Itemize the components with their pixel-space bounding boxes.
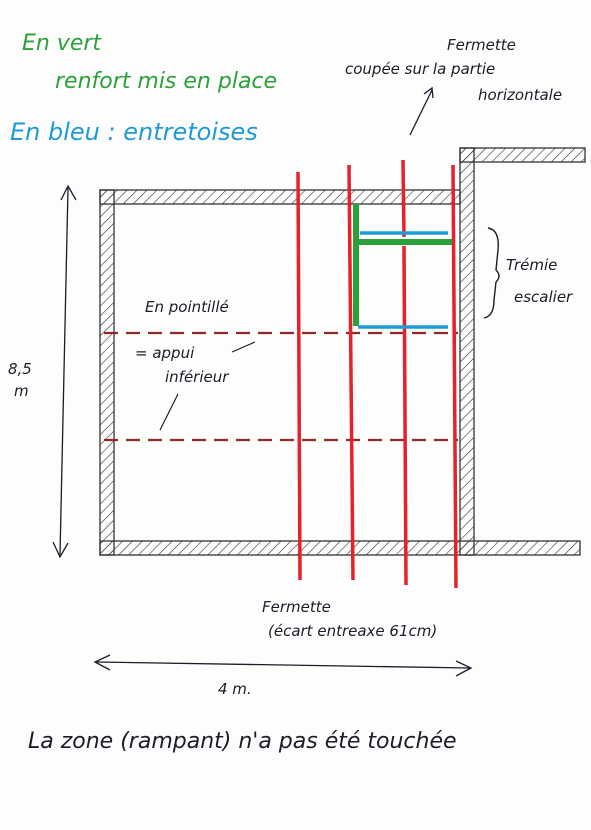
wall-right-top [459,147,586,163]
label-dashed-2: = appui [135,344,195,362]
label-dashed-3: inférieur [165,368,229,386]
width-value: 4 m. [218,680,252,698]
label-dashed-1: En pointillé [145,298,229,316]
legend-green-title: En vert [22,31,102,56]
wall-top [99,189,461,205]
label-fermette-cut-3: horizontale [478,86,562,104]
height-arrow-top [60,184,77,201]
label-fermette-cut-2: coupée sur la partie [345,60,495,78]
height-value: 8,5 [8,360,32,378]
width-arrow-right [455,660,473,677]
wall-right [459,147,475,556]
width-arrow-left [93,654,111,671]
truss-4 [451,164,458,589]
height-arrow [59,187,69,556]
label-tremie-1: Trémie [506,256,557,274]
width-arrow [95,661,471,669]
wall-bottom [99,540,581,556]
legend-blue: En bleu : entretoises [10,118,258,146]
truss-1 [296,171,302,581]
truss-3-lower [402,245,408,586]
height-unit: m [14,382,29,400]
truss-2 [347,164,355,581]
arrow-fermette-cut-head [423,86,434,99]
arrow-dashed-lower [159,393,179,431]
label-fermette-1: Fermette [262,598,331,616]
tremie-brace [483,227,500,319]
label-fermette-cut-1: Fermette [447,36,516,54]
arrow-dashed-upper [231,341,256,353]
label-fermette-2: (écart entreaxe 61cm) [268,622,437,640]
height-arrow-bottom [52,541,69,559]
footer-note: La zone (rampant) n'a pas été touchée [28,729,457,754]
wall-left [99,189,115,556]
label-tremie-2: escalier [514,288,573,306]
truss-3-upper [401,159,406,238]
legend-green-desc: renfort mis en place [55,69,277,94]
arrow-fermette-cut [409,89,433,136]
